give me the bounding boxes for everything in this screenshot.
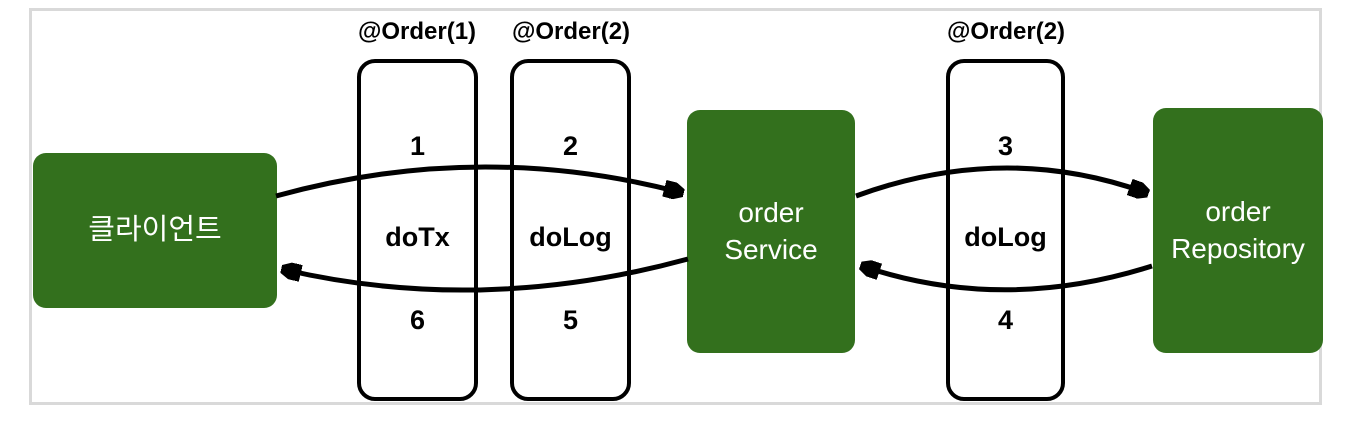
step-number-5: 5 — [562, 305, 579, 335]
advice-name-dolog-repository: doLog — [964, 222, 1047, 252]
aspect-box-dotx: 1 doTx 6 — [357, 59, 478, 401]
order-service-label-line1: order — [738, 197, 804, 229]
step-number-6: 6 — [409, 305, 426, 335]
order-repository-label-line2: Repository — [1171, 232, 1305, 264]
order-service-node: order Service — [687, 110, 855, 353]
advice-name-dotx: doTx — [385, 222, 450, 252]
aspect-order-label-dolog-service: @Order(2) — [511, 18, 631, 45]
step-number-3: 3 — [997, 131, 1014, 161]
order-repository-label-line1: order — [1205, 196, 1271, 228]
advice-name-dolog-service: doLog — [529, 222, 612, 252]
step-number-2: 2 — [562, 131, 579, 161]
client-node-label: 클라이언트 — [88, 213, 222, 246]
step-number-4: 4 — [997, 305, 1014, 335]
order-repository-node: order Repository — [1153, 108, 1323, 353]
aspect-box-dolog-service: 2 doLog 5 — [510, 59, 631, 401]
client-node: 클라이언트 — [33, 153, 277, 308]
aspect-order-label-dotx: @Order(1) — [357, 18, 477, 45]
aspect-box-dolog-repository: 3 doLog 4 — [946, 59, 1065, 401]
order-service-label-line2: Service — [724, 233, 818, 265]
aspect-order-label-dolog-repository: @Order(2) — [946, 18, 1066, 45]
step-number-1: 1 — [409, 131, 426, 161]
